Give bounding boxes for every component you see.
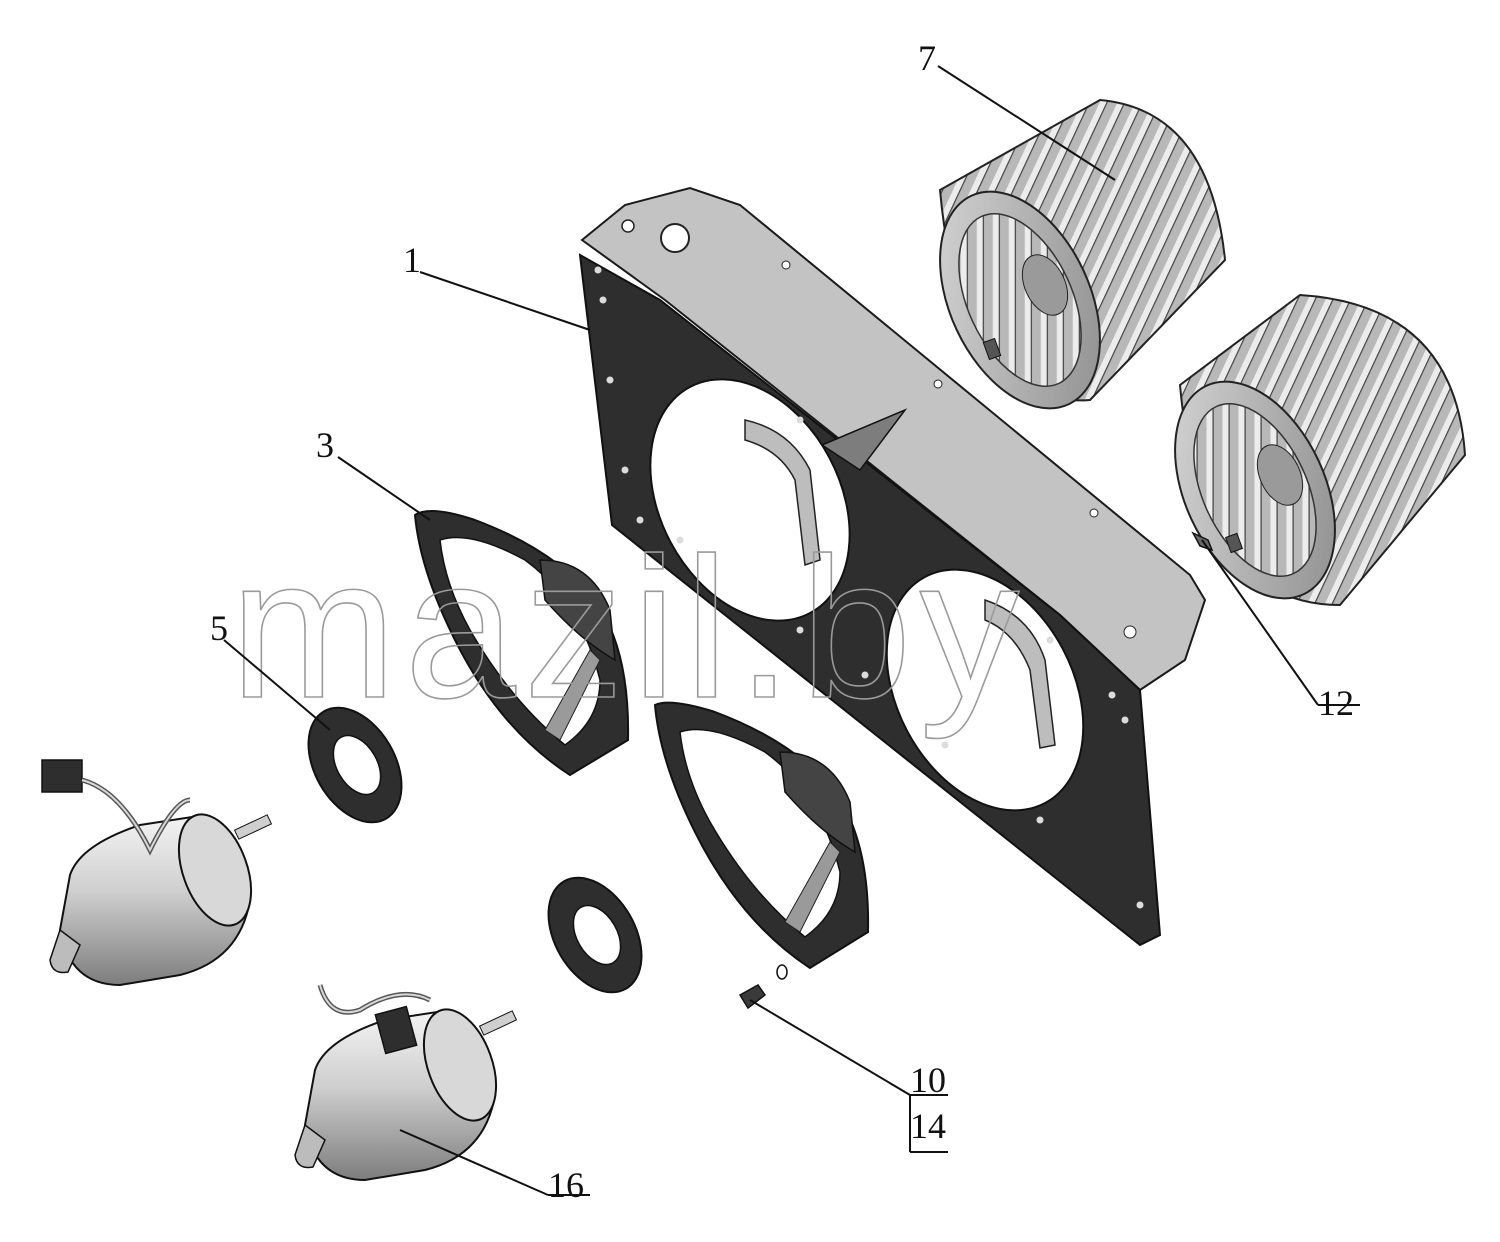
callout-14: 14: [910, 1106, 946, 1146]
motor-bracket-upper: [413, 510, 630, 777]
blower-wheel-upper: [938, 98, 1227, 410]
bolt-and-washer: [738, 964, 788, 1010]
callout-5: 5: [210, 608, 228, 648]
callout-12: 12: [1318, 683, 1354, 723]
electric-motor-upper: [41, 759, 273, 987]
callout-3: 3: [316, 425, 334, 465]
gasket-ring-lower: [547, 876, 643, 994]
gasket-ring-upper: [307, 706, 403, 824]
blower-wheel-lower: [1174, 293, 1467, 607]
callout-1: 1: [403, 240, 421, 280]
housing-plate: [578, 186, 1207, 947]
watermark-text: mazil.by: [230, 517, 1028, 740]
callout-10: 10: [910, 1060, 946, 1100]
electric-motor-lower: [294, 984, 518, 1182]
callout-16: 16: [548, 1165, 584, 1205]
callout-7: 7: [918, 38, 936, 78]
motor-bracket-lower: [653, 701, 870, 970]
leader-lines: [223, 65, 1360, 1196]
